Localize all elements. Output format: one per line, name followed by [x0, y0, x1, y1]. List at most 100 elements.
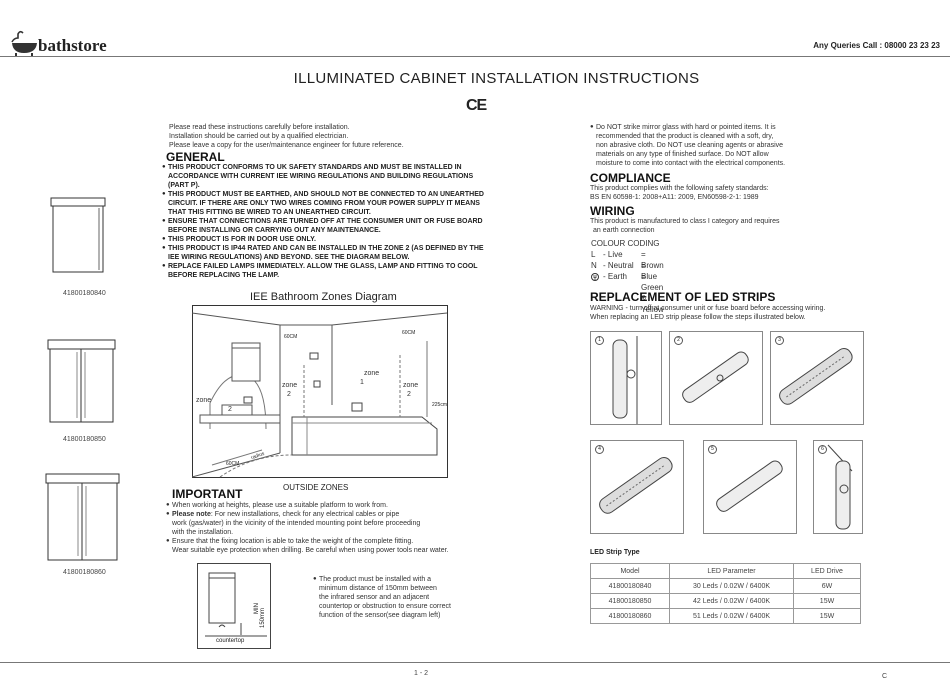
important-item: Wear suitable eye protection when drilli… — [172, 547, 449, 554]
cabinet-double-door-image — [47, 339, 116, 423]
zones-diagram-title: IEE Bathroom Zones Diagram — [250, 291, 397, 303]
table-cell: 41800180850 — [590, 593, 670, 609]
step-6-frame: 6 — [813, 440, 863, 534]
care-note: Do NOT strike mirror glass with hard or … — [590, 123, 785, 168]
zone2a-number: 2 — [228, 406, 232, 413]
important-heading: IMPORTANT — [172, 487, 243, 501]
zone2b-number: 2 — [287, 391, 291, 398]
led-strip-step-3-image — [779, 347, 853, 405]
replacement-warning: WARNING - turn off at consumer unit or f… — [590, 304, 825, 322]
wiring-text: This product is manufactured to class I … — [590, 217, 779, 235]
min-distance-value: 150mm — [260, 607, 266, 628]
important-item: Ensure that the fixing location is able … — [166, 537, 496, 546]
table-cell: 41800180840 — [590, 578, 670, 594]
step-2-frame: 2 — [669, 331, 763, 425]
general-item: THIS PRODUCT IS FOR IN DOOR USE ONLY. — [162, 235, 512, 244]
colour-code-colour: = Brown — [641, 250, 664, 270]
table-cell: 41800180860 — [590, 608, 670, 624]
intro-line: Please leave a copy for the user/mainten… — [169, 142, 404, 149]
general-item: BEFORE INSTALLING OR CARRYING OUT ANY MA… — [168, 227, 381, 234]
bathroom-zones-diagram — [192, 305, 448, 478]
colour-code-name: - Live — [603, 250, 623, 259]
sensor-distance-diagram — [197, 563, 271, 649]
step-5-frame: 5 — [703, 440, 797, 534]
table-row: 41800180860 51 Leds / 0.02W / 6400K 15W — [590, 608, 861, 624]
zone2b-label: zone — [282, 382, 298, 389]
outside-zones-label: OUTSIDE ZONES — [283, 483, 349, 492]
care-note-line: materials on any type of finished surfac… — [596, 151, 769, 158]
dim-60cm-right: 60CM — [402, 330, 416, 336]
colour-coding-block: COLOUR CODING L - Live = Brown N - Neutr… — [591, 238, 664, 314]
colour-code-colour: = Green & Yellow — [641, 272, 664, 314]
colour-coding-title: COLOUR CODING — [591, 239, 660, 248]
corner-mark: C — [882, 673, 888, 680]
table-cell: 6W — [793, 578, 861, 594]
bathtub-logo-icon — [11, 30, 37, 57]
earth-icon — [591, 273, 599, 281]
compliance-heading: COMPLIANCE — [590, 171, 671, 185]
colour-code-name: - Neutral — [603, 261, 634, 270]
led-strip-step-6-image — [827, 444, 853, 530]
zone2c-label: zone — [403, 382, 419, 389]
cabinet-single-door-image — [50, 197, 106, 273]
zone2a-label: zone — [196, 397, 212, 404]
table-cell: 15W — [793, 608, 861, 624]
care-note-line: moisture to come into contact with the e… — [596, 160, 786, 167]
sensor-note-line: countertop or obstruction to ensure corr… — [319, 603, 451, 610]
table-header: LED Drive — [793, 563, 861, 579]
cabinet-wide-double-door-image — [45, 473, 120, 561]
important-list: When working at heights, please use a su… — [166, 501, 496, 555]
table-row: 41800180840 30 Leds / 0.02W / 6400K 6W — [590, 578, 861, 594]
wiring-line: This product is manufactured to class I … — [590, 218, 780, 225]
header-divider — [0, 56, 950, 57]
intro-text: Please read these instructions carefully… — [169, 123, 404, 150]
important-item: work (gas/water) in the vicinity of the … — [172, 520, 421, 527]
queries-phone: Any Queries Call : 08000 23 23 23 — [813, 41, 940, 50]
general-list: THIS PRODUCT CONFORMS TO UK SAFETY STAND… — [162, 163, 512, 280]
page-number: 1 - 2 — [414, 670, 429, 677]
general-item: THIS PRODUCT CONFORMS TO UK SAFETY STAND… — [162, 163, 512, 172]
important-item: with the installation. — [172, 529, 234, 536]
colour-code-row: - Earth = Green & Yellow — [591, 271, 664, 314]
dim-225cm: 225cm — [432, 402, 448, 408]
colour-code-symbol: N — [591, 261, 597, 270]
dim-60cm-floor: 60CM — [226, 461, 240, 467]
care-note-line: non abrasive cloth. Do NOT use cleaning … — [596, 142, 784, 149]
general-item: BEFORE REPLACING THE LAMP. — [168, 272, 280, 279]
brand-name: bathstore — [38, 36, 107, 55]
colour-code-row: N - Neutral = Blue — [591, 260, 659, 281]
led-strip-step-1-image — [612, 336, 638, 424]
warning-label: WARNING — [590, 305, 624, 312]
table-header-row: Model LED Parameter LED Drive — [590, 563, 861, 579]
care-note-line: Do NOT strike mirror glass with hard or … — [590, 123, 785, 132]
intro-line: Installation should be carried out by a … — [169, 133, 349, 140]
step-1-frame: 1 — [590, 331, 662, 425]
general-item: (PART P). — [168, 182, 200, 189]
compliance-line: This product complies with the following… — [590, 185, 769, 192]
replacement-heading: REPLACEMENT OF LED STRIPS — [590, 290, 776, 304]
table-cell: 51 Leds / 0.02W / 6400K — [669, 608, 794, 624]
sensor-note: The product must be installed with a min… — [313, 575, 451, 620]
step-number: 1 — [595, 336, 604, 345]
general-item: CIRCUIT. IF THERE ARE ONLY TWO WIRES COM… — [168, 200, 480, 207]
step-4-frame: 4 — [590, 440, 684, 534]
wiring-line: an earth connection — [593, 227, 655, 234]
footer-divider — [0, 662, 950, 663]
general-item: THAT THIS FITTING BE WIRED TO AN UNEARTH… — [168, 209, 371, 216]
table-header: Model — [590, 563, 670, 579]
zone1-number: 1 — [360, 379, 364, 386]
led-table-title: LED Strip Type — [590, 549, 640, 556]
step-number: 5 — [708, 445, 717, 454]
zone1-label: zone — [364, 370, 380, 377]
warning-text: - turn off at consumer unit or fuse boar… — [623, 305, 826, 312]
colour-code-colour: = Blue — [641, 261, 658, 281]
dim-60cm-left: 60CM — [284, 334, 298, 340]
table-cell: 15W — [793, 593, 861, 609]
step-number: 3 — [775, 336, 784, 345]
care-note-line: recommended that the product is cleaned … — [596, 133, 774, 140]
general-item: THIS PRODUCT MUST BE EARTHED, AND SHOULD… — [162, 190, 512, 199]
compliance-line: BS EN 60598-1: 2008+A11: 2009, EN60598-2… — [590, 194, 759, 201]
led-strip-step-5-image — [716, 460, 783, 512]
sensor-note-line: minimum distance of 150mm between — [319, 585, 437, 592]
zone2c-number: 2 — [407, 391, 411, 398]
